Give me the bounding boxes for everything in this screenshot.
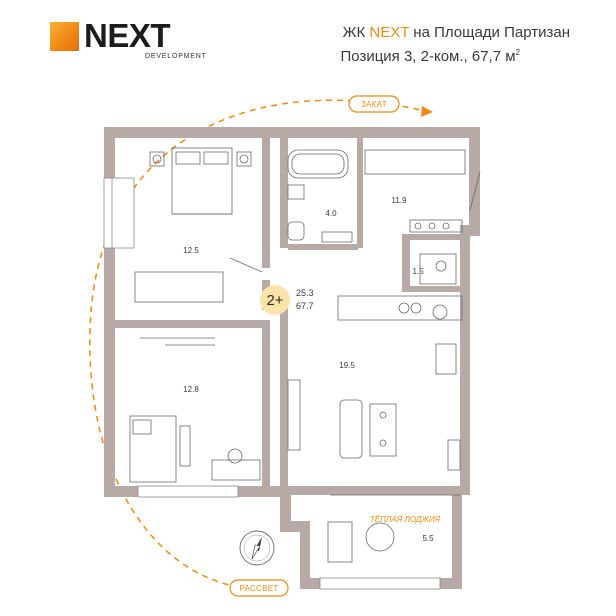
total-area: 67.7 (296, 301, 314, 311)
area-unit-sup: 2 (515, 48, 520, 57)
title-suffix: на Площади Партизан (413, 24, 570, 41)
brand-logo: NEXT DEVELOPMENT (50, 17, 206, 70)
room-area-wc: 1.5 (412, 267, 424, 276)
sun-path-arc (89, 99, 431, 589)
sunrise-pill (229, 579, 289, 597)
room-area-loggia: 5.5 (422, 534, 434, 543)
room-area-bathroom: 4.0 (325, 209, 337, 218)
sunset-label: ЗАКАТ (361, 100, 387, 109)
living-area: 25.3 (296, 288, 314, 298)
project-title: ЖК NEXT на Площади Партизан (343, 24, 570, 41)
furniture (129, 147, 481, 563)
windows (103, 177, 441, 590)
rooms-count: 2+ (266, 292, 283, 309)
room-area-kitchen: 11.9 (392, 196, 408, 205)
room-area-bedroom-bottom: 12.8 (183, 385, 199, 394)
sunset-pill (348, 95, 400, 113)
position-text: Позиция 3, 2-ком., 67,7 м (340, 48, 516, 65)
logo-subtitle: DEVELOPMENT (145, 53, 207, 60)
room-area-living: 19.5 (339, 361, 355, 370)
logo-mark (50, 22, 79, 51)
compass (239, 530, 275, 566)
room-area-bedroom-top: 12.5 (183, 246, 199, 255)
logo-wordmark: NEXT (84, 17, 171, 54)
title-accent: NEXT (369, 24, 410, 41)
sunrise-label: РАССВЕТ (239, 584, 278, 593)
loggia-label: ТЁПЛАЯ ЛОДЖИЯ (370, 515, 441, 524)
position-info: Позиция 3, 2-ком., 67,7 м2 (340, 48, 520, 65)
rooms-badge (260, 285, 290, 315)
title-prefix: ЖК (342, 24, 366, 41)
sun-path-arrowhead (421, 106, 433, 117)
